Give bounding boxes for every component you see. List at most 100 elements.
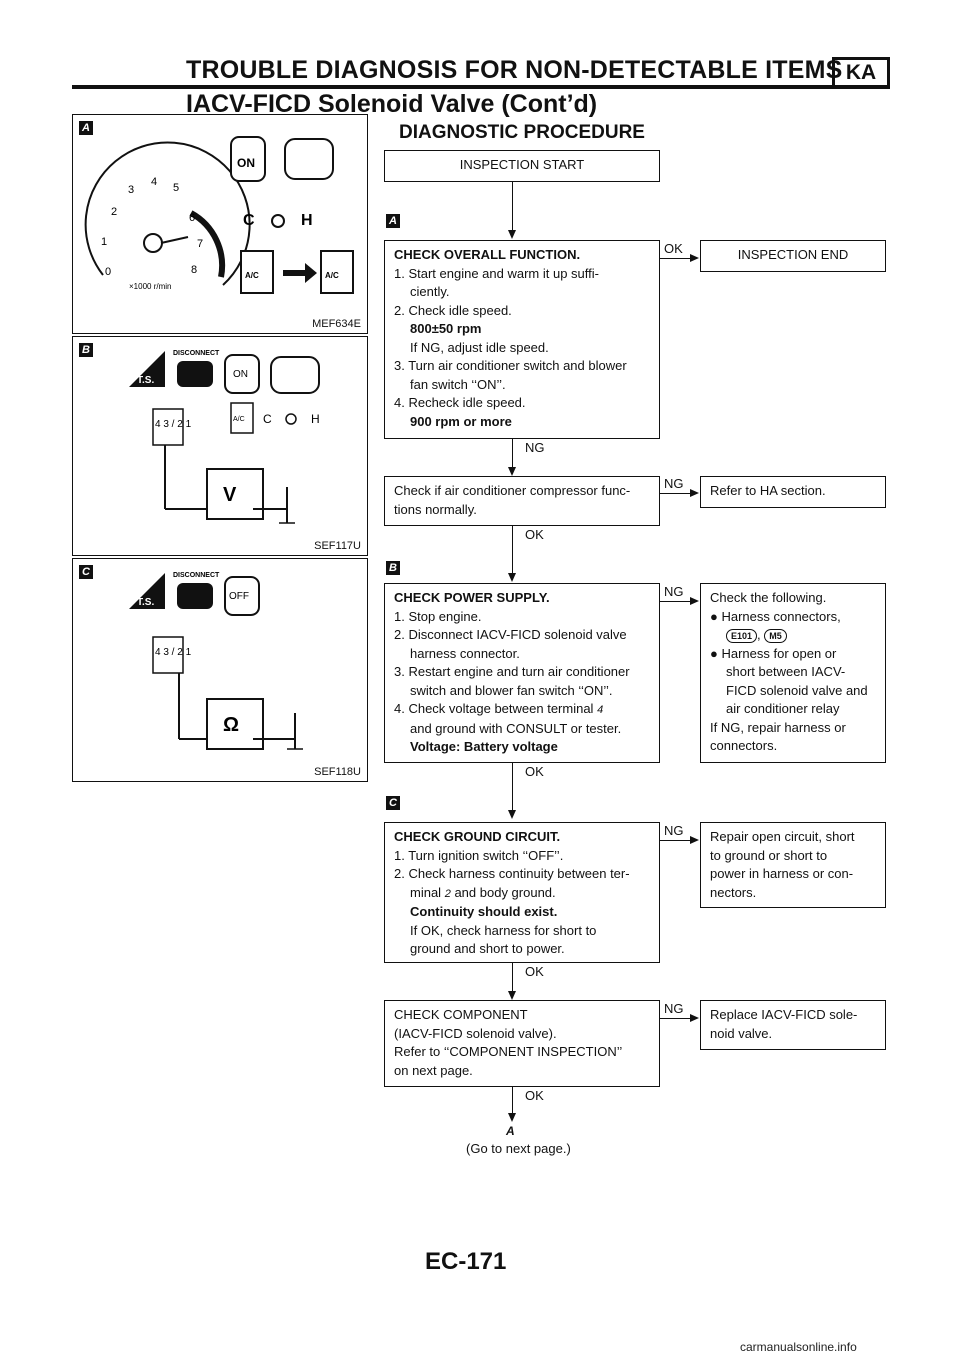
result-repair-circuit: Repair open circuit, short to ground or … [700, 822, 886, 908]
disconnect-label: DISCONNECT [173, 350, 220, 357]
ac-switch-label: A/C [325, 271, 339, 280]
flow-arrow [690, 836, 699, 844]
flow-arrow [508, 1113, 516, 1122]
step-line: 3. Restart engine and turn air condition… [394, 664, 630, 679]
section-tag: KA [832, 57, 890, 88]
figure-badge: B [79, 343, 93, 357]
result-text: noid valve. [710, 1025, 773, 1041]
ts-label: T.S. [137, 597, 154, 608]
flow-line [512, 182, 513, 232]
temp-c-label: C [243, 212, 255, 229]
watermark: carmanualsonline.info [740, 1340, 857, 1354]
header-rule [72, 85, 890, 89]
tick-label: 4 [151, 176, 157, 188]
flow-arrow [508, 230, 516, 239]
flow-line [512, 963, 513, 993]
step-line: (IACV-FICD solenoid valve). [394, 1025, 557, 1041]
tick-label: 7 [197, 238, 203, 250]
flow-line [660, 601, 690, 602]
step-check-component: CHECK COMPONENT (IACV-FICD solenoid valv… [384, 1000, 660, 1087]
flow-line [660, 258, 690, 259]
step-line: 3. Turn air conditioner switch and blowe… [394, 358, 627, 373]
ok-label: OK [525, 964, 544, 979]
ng-label: NG [664, 1001, 684, 1016]
rpm-scale-label: ×1000 r/min [129, 282, 171, 291]
go-to-next-page: (Go to next page.) [466, 1141, 571, 1156]
result-text: Replace IACV-FICD sole- [710, 1007, 858, 1022]
ng-label: NG [664, 823, 684, 838]
step-spec: Voltage: Battery voltage [410, 739, 558, 754]
ignition-on-label: ON [233, 369, 248, 380]
flow-line [512, 1087, 513, 1115]
connector-pins-label: 4 3 / 2 1 [155, 419, 192, 430]
step-line: Refer to ‘‘COMPONENT INSPECTION’’ [394, 1044, 623, 1059]
flow-arrow [690, 1014, 699, 1022]
step-line: 4. Check voltage between terminal [394, 701, 594, 716]
continuity-check-illustration: T.S. DISCONNECT OFF 4 3 / 2 1 Ω [129, 572, 303, 750]
inspection-end-label: INSPECTION END [737, 247, 849, 262]
result-text: Repair open circuit, short [710, 829, 855, 844]
step-line: ground and short to power. [410, 941, 565, 956]
page-number: EC-171 [425, 1248, 507, 1275]
step-line: If NG, adjust idle speed. [410, 339, 549, 355]
flow-arrow [508, 573, 516, 582]
flow-arrow [508, 991, 516, 1000]
ok-label: OK [525, 527, 544, 542]
step-spec: Continuity should exist. [410, 904, 558, 919]
tick-label: 1 [101, 236, 107, 248]
flow-line [660, 493, 690, 494]
ng-label: NG [664, 476, 684, 491]
result-text: air conditioner relay [726, 701, 840, 716]
figure-caption: MEF634E [312, 318, 361, 330]
flow-arrow [690, 254, 699, 262]
step-line: 2. Disconnect IACV-FICD solenoid valve [394, 627, 627, 642]
flow-line [512, 526, 513, 575]
figure-continuity-check: C T.S. DISCONNECT OFF 4 3 / 2 1 Ω SEF118… [72, 558, 368, 782]
step-line: 1. Start engine and warm it up suffi- [394, 265, 599, 281]
ignition-on-label: ON [237, 156, 255, 170]
result-text: Refer to HA section. [710, 483, 826, 498]
inspection-start-label: INSPECTION START [459, 157, 585, 172]
step-line: fan switch ‘‘ON’’. [410, 376, 506, 392]
step-line: tions normally. [394, 501, 477, 517]
temp-h-label: H [311, 412, 320, 426]
flow-arrow [690, 489, 699, 497]
step-spec: 800±50 rpm [410, 321, 482, 336]
result-text: power in harness or con- [710, 866, 854, 881]
result-text: connectors. [710, 738, 778, 753]
ng-label: NG [525, 440, 545, 455]
tick-label: 5 [173, 182, 179, 194]
flow-arrow [508, 810, 516, 819]
step-line: 2. Check harness continuity between ter- [394, 866, 630, 881]
connector-m5-badge: M5 [764, 629, 787, 643]
step-line: and ground with CONSULT or tester. [410, 720, 622, 736]
step-spec: 900 rpm or more [410, 413, 512, 429]
ok-label: OK [664, 241, 683, 256]
section-title: DIAGNOSTIC PROCEDURE [399, 122, 645, 143]
voltage-check-illustration: T.S. DISCONNECT ON A/C C H 4 3 / 2 1 V [129, 350, 320, 524]
inspection-start-box: INSPECTION START [384, 150, 660, 182]
result-text: Check the following. [710, 590, 827, 605]
result-text: to ground or short to [710, 847, 828, 863]
next-page-ref-letter: A [506, 1124, 515, 1138]
flow-arrow [690, 597, 699, 605]
header-title: TROUBLE DIAGNOSIS FOR NON-DETECTABLE ITE… [186, 56, 843, 84]
result-replace-valve: Replace IACV-FICD sole- noid valve. [700, 1000, 886, 1050]
header-subtitle: IACV-FICD Solenoid Valve (Cont’d) [186, 90, 598, 118]
flow-line [660, 840, 690, 841]
voltmeter-label: V [223, 484, 237, 506]
ts-label: T.S. [137, 375, 154, 386]
step-title: CHECK POWER SUPPLY. [394, 590, 550, 605]
step-line: 1. Stop engine. [394, 608, 482, 624]
step-compressor-check: Check if air conditioner compressor func… [384, 476, 660, 526]
step-line: ciently. [410, 284, 450, 299]
result-text: nectors. [710, 884, 757, 900]
ng-label: NG [664, 584, 684, 599]
flow-line [512, 439, 513, 469]
step-badge: A [386, 214, 400, 228]
step-line: minal [410, 884, 442, 900]
result-text: , [757, 627, 761, 642]
result-check-harness: Check the following. ● Harness connector… [700, 583, 886, 763]
ac-switch-label: A/C [233, 416, 245, 423]
step-line: Check if air conditioner compressor func… [394, 483, 631, 498]
